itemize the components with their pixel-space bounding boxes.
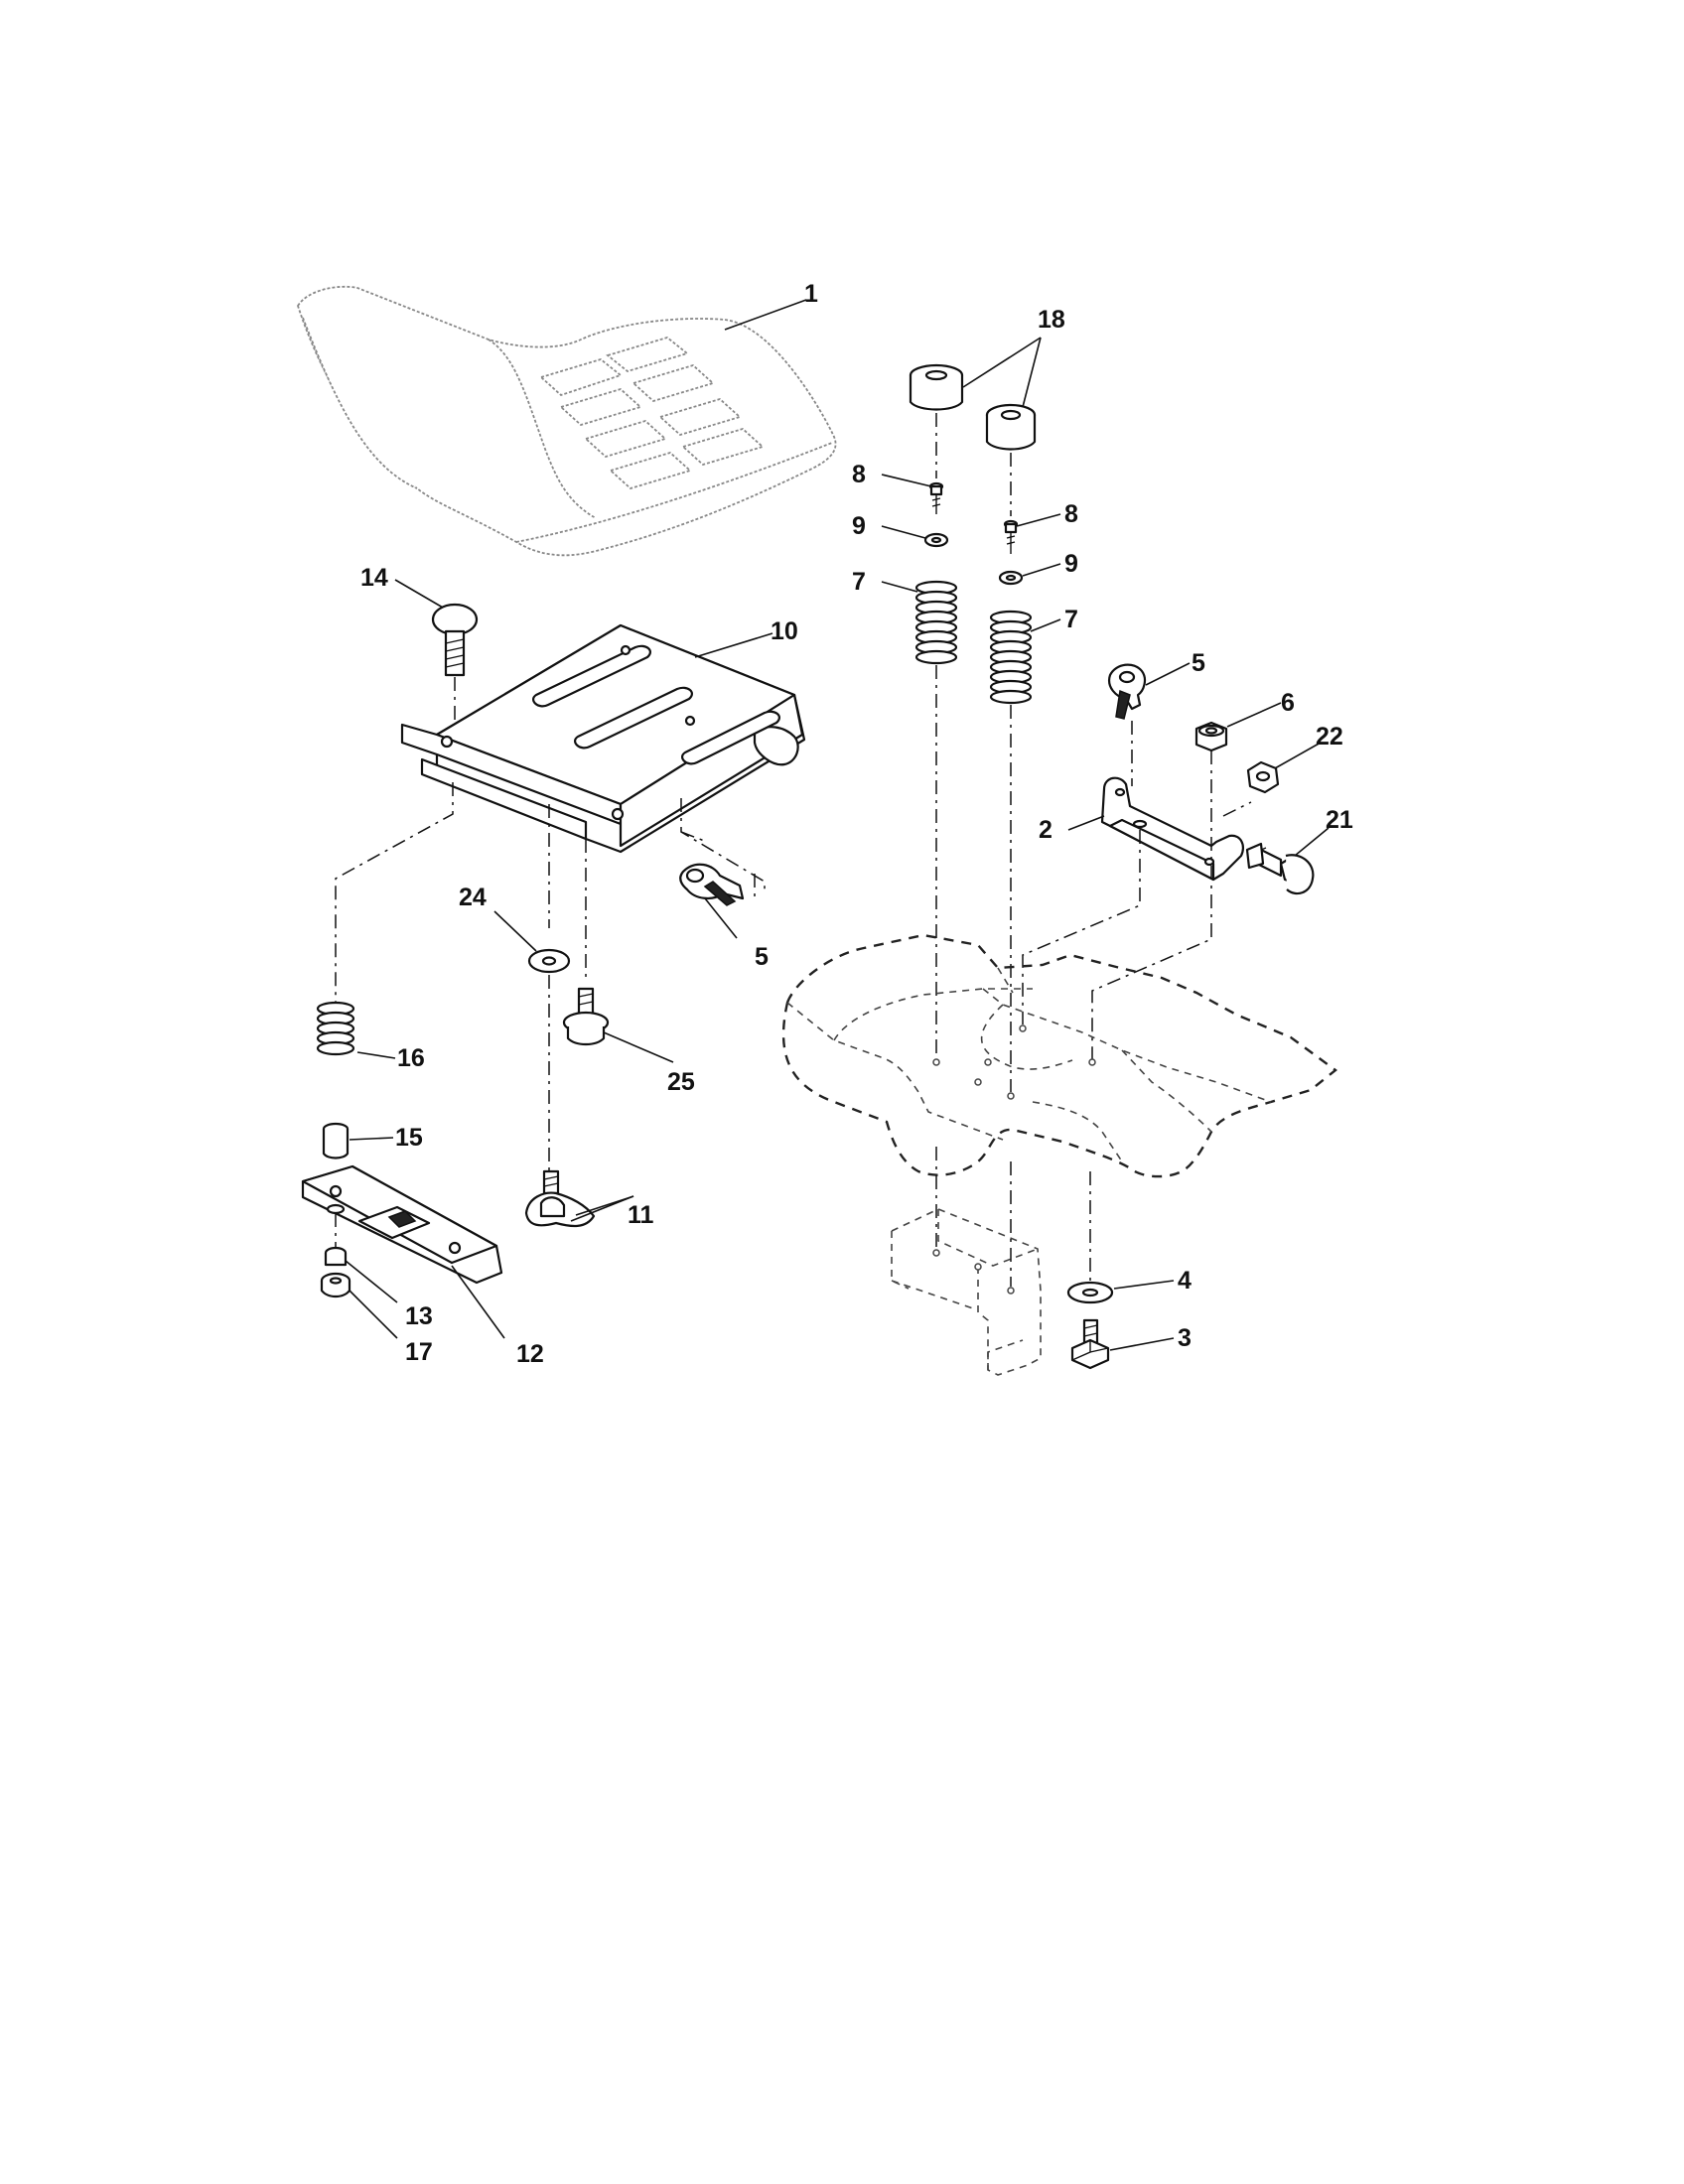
spring-7-left	[914, 580, 958, 665]
adjustment-knob	[524, 1169, 596, 1228]
callout-24: 24	[459, 884, 487, 911]
callout-5-lower: 5	[755, 943, 769, 971]
seat-latch-lower	[679, 863, 745, 906]
base-bracket	[891, 1208, 1042, 1376]
callout-10: 10	[771, 617, 798, 645]
callout-17: 17	[405, 1338, 433, 1366]
callout-8-left: 8	[852, 461, 866, 488]
callout-15: 15	[395, 1124, 423, 1152]
seat-latch-upper	[1108, 663, 1147, 720]
fender-frame	[781, 933, 1337, 1178]
washer-24	[527, 948, 571, 974]
callout-1: 1	[804, 280, 818, 308]
lock-nut-17	[320, 1272, 351, 1298]
shoulder-bolt	[562, 987, 610, 1046]
washer-9-left	[923, 532, 949, 548]
seat	[297, 285, 837, 557]
flange-nut-13	[324, 1246, 348, 1267]
spring-16	[316, 1001, 355, 1056]
carriage-bolt	[431, 603, 479, 677]
callout-25: 25	[667, 1068, 695, 1096]
callout-7-right: 7	[1064, 606, 1078, 633]
callout-13: 13	[405, 1302, 433, 1330]
callout-8-right: 8	[1064, 500, 1078, 528]
bumper-right	[985, 403, 1037, 451]
callout-5-upper: 5	[1192, 649, 1205, 677]
screw-8-left	[928, 481, 944, 514]
seat-pan	[400, 623, 806, 854]
washer-9-right	[998, 570, 1024, 586]
mounting-bracket	[1100, 776, 1245, 882]
hex-nut-22	[1246, 760, 1280, 794]
slide-plate	[301, 1164, 503, 1285]
callout-11: 11	[628, 1201, 654, 1229]
washer-4	[1066, 1281, 1114, 1304]
callout-16: 16	[397, 1044, 425, 1072]
callout-2: 2	[1039, 816, 1052, 844]
callout-14: 14	[360, 564, 388, 592]
hex-nut-6	[1194, 721, 1228, 752]
callout-9-right: 9	[1064, 550, 1078, 578]
callout-6: 6	[1281, 689, 1295, 717]
shoulder-bolt-21	[1245, 842, 1315, 895]
bumper-left	[909, 363, 964, 411]
spring-7-right	[989, 610, 1033, 705]
callout-18: 18	[1038, 306, 1065, 334]
callout-12: 12	[516, 1340, 544, 1368]
callout-21: 21	[1326, 806, 1353, 834]
callout-4: 4	[1178, 1267, 1192, 1295]
callout-7-left: 7	[852, 568, 866, 596]
screw-8-right	[1003, 519, 1019, 554]
callout-22: 22	[1316, 723, 1343, 751]
hex-bolt-3	[1070, 1318, 1110, 1370]
callout-9-left: 9	[852, 512, 866, 540]
callout-3: 3	[1178, 1324, 1192, 1352]
spacer-15	[322, 1122, 350, 1160]
